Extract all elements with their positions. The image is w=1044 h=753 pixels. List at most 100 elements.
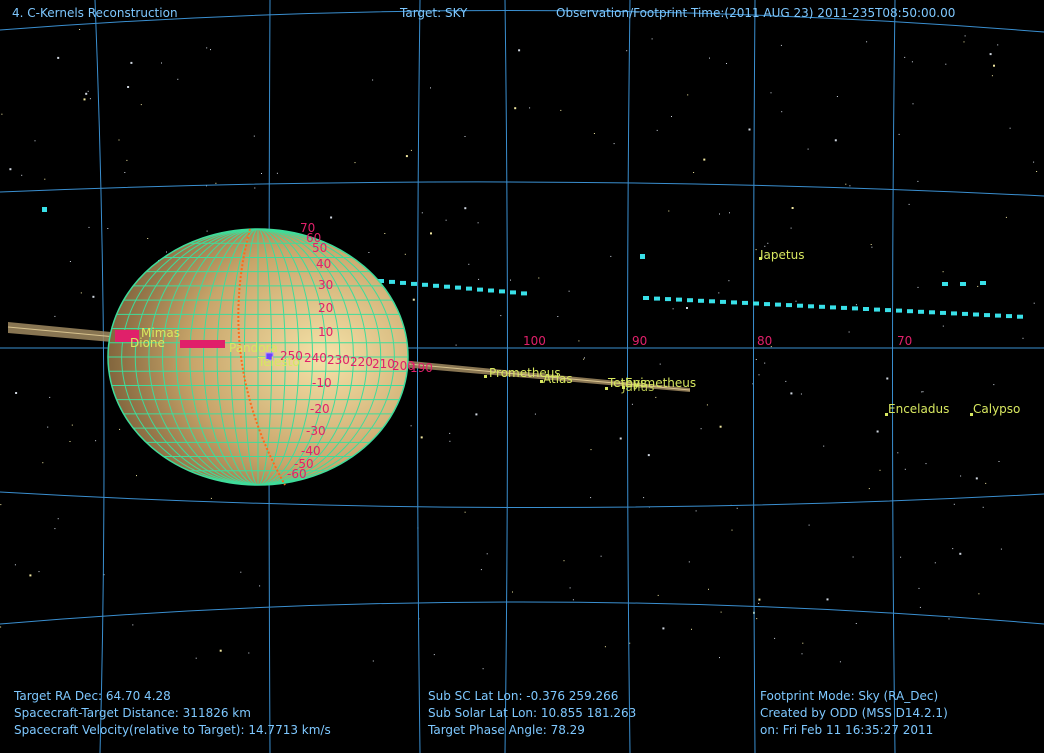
star — [590, 449, 592, 451]
planet-longitude-line — [257, 229, 368, 485]
star — [529, 107, 531, 109]
star — [578, 340, 580, 342]
star — [0, 504, 2, 506]
trail-dot — [841, 305, 847, 310]
star — [917, 286, 919, 288]
star — [790, 392, 793, 395]
star — [879, 469, 881, 471]
star — [126, 159, 128, 161]
latitude-label: -50 — [294, 457, 314, 471]
star — [9, 168, 12, 171]
star — [166, 251, 167, 253]
moon-label-calypso[interactable]: Calypso — [973, 402, 1020, 416]
moon-label-dione[interactable]: Dione — [130, 336, 165, 350]
moon-label-epimetheus[interactable]: Epimetheus — [625, 376, 696, 390]
star — [1005, 216, 1007, 218]
star — [177, 78, 179, 80]
star — [47, 426, 49, 428]
star — [405, 155, 408, 158]
star — [54, 315, 56, 317]
star — [975, 477, 978, 480]
star — [834, 139, 837, 142]
star — [808, 524, 810, 526]
moon-label-mimas[interactable]: Mimas — [141, 326, 180, 340]
star — [718, 292, 720, 294]
trail-dot — [830, 305, 836, 310]
moon-label-prometheus[interactable]: Prometheus — [489, 366, 561, 380]
moon-label-enceladus[interactable]: Enceladus — [888, 402, 949, 416]
star — [925, 463, 927, 465]
star — [917, 180, 919, 182]
ra-line — [504, 0, 508, 753]
star — [688, 561, 690, 563]
star — [687, 94, 689, 96]
star — [510, 279, 511, 281]
star — [657, 594, 659, 596]
trail-dot — [929, 310, 935, 315]
ring-label: 210 — [372, 357, 395, 371]
terminator-line — [237, 228, 286, 486]
star — [918, 587, 920, 589]
star — [626, 50, 628, 52]
trail-dot — [466, 286, 472, 291]
star — [774, 637, 776, 639]
star — [430, 87, 431, 89]
trail-dot — [995, 313, 1001, 318]
moon-labels[interactable]: Iapetus Mimas Dione Pandora Telesto Prom… — [130, 248, 1020, 416]
star — [95, 440, 97, 442]
trail-dot — [960, 282, 966, 286]
observation-time: Observation/Footprint Time:(2011 AUG 23)… — [556, 6, 956, 20]
star — [868, 488, 870, 490]
star — [823, 445, 825, 447]
moon-label-telesto[interactable]: Telesto — [257, 355, 300, 369]
moon-label-iapetus[interactable]: Iapetus — [760, 248, 804, 262]
target-ra-dec: Target RA Dec: 64.70 4.28 — [14, 689, 171, 703]
star — [619, 437, 622, 440]
star — [79, 29, 81, 30]
star — [886, 377, 889, 380]
trail-dot — [687, 298, 693, 303]
star — [206, 47, 208, 49]
star — [569, 587, 571, 589]
prometheus-marker — [484, 375, 487, 378]
latitude-label: -20 — [310, 402, 330, 416]
enceladus-marker — [885, 413, 888, 416]
star — [770, 346, 772, 348]
star — [855, 623, 857, 624]
moon-label-tethys[interactable]: Tethys — [607, 376, 646, 390]
star — [593, 133, 595, 134]
star — [911, 61, 913, 63]
trail-dot — [819, 304, 825, 309]
star — [557, 316, 559, 317]
star — [92, 295, 95, 298]
planet-longitude-line — [216, 229, 259, 485]
created-by: Created by ODD (MSS D14.2.1) — [760, 706, 948, 720]
star — [770, 92, 772, 94]
trail-dot — [940, 310, 946, 315]
saturn-planet[interactable] — [107, 228, 409, 486]
trail-dot — [753, 301, 759, 306]
star — [600, 555, 602, 557]
star — [449, 440, 451, 442]
ring-longitude-labels: 250 240 230 220 210 200 190 — [280, 349, 433, 375]
star — [671, 116, 672, 117]
planet-longitude-line — [189, 229, 259, 485]
moon-label-atlas[interactable]: Atlas — [543, 372, 573, 386]
ring-label: 250 — [280, 349, 303, 363]
planet-longitude-line — [148, 229, 259, 485]
star — [695, 510, 697, 512]
ring-label: 190 — [410, 361, 433, 375]
star — [1000, 548, 1002, 550]
moon-label-pandora[interactable]: Pandora — [229, 341, 278, 355]
star — [993, 384, 995, 386]
trail-dot — [896, 308, 902, 313]
trail-dot — [477, 287, 483, 292]
moon-label-janus[interactable]: Janus — [621, 380, 654, 394]
star — [107, 228, 109, 229]
ra-label: 90 — [632, 334, 647, 348]
star — [731, 529, 733, 531]
star — [477, 222, 479, 224]
target-phase-angle: Target Phase Angle: 78.29 — [428, 723, 585, 737]
